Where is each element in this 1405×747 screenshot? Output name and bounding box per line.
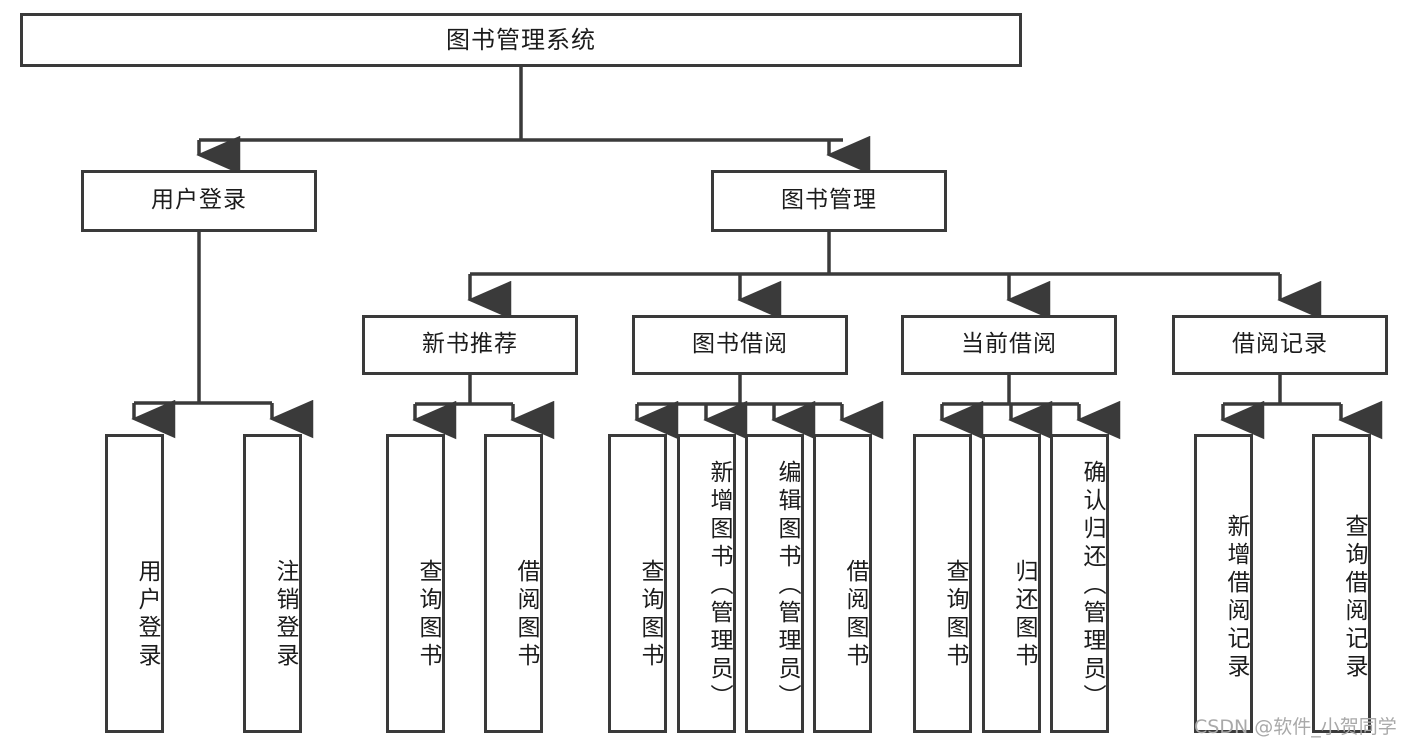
node-nbr-borrow-book[interactable]: 借阅图书 [484,434,543,733]
node-user-logout-leaf[interactable]: 注销登录 [243,434,302,733]
node-user-login-label: 用户登录 [151,187,247,214]
node-borrow-records-label: 借阅记录 [1232,331,1328,358]
node-current-borrow-label: 当前借阅 [961,331,1057,358]
node-book-borrow[interactable]: 图书借阅 [632,315,848,375]
node-user-login[interactable]: 用户登录 [81,170,317,232]
node-cb-query-book-label: 查询图书 [942,558,968,671]
watermark: CSDN @软件_小贺同学 [1194,716,1397,738]
node-bb-add-book-label: 新增图书（管理员） [706,459,732,712]
node-nbr-query-book[interactable]: 查询图书 [386,434,445,733]
node-cb-query-book[interactable]: 查询图书 [913,434,972,733]
node-new-book-recommend[interactable]: 新书推荐 [362,315,578,375]
node-bb-edit-book-label: 编辑图书（管理员） [774,459,800,712]
node-cb-confirm-return-label: 确认归还（管理员） [1079,459,1105,712]
node-bb-borrow-book[interactable]: 借阅图书 [813,434,872,733]
node-bb-edit-book[interactable]: 编辑图书（管理员） [745,434,804,733]
node-br-query-record[interactable]: 查询借阅记录 [1312,434,1371,733]
node-bb-add-book[interactable]: 新增图书（管理员） [677,434,736,733]
node-bb-borrow-book-label: 借阅图书 [842,558,868,671]
node-user-login-leaf-label: 用户登录 [134,558,160,671]
node-br-query-record-label: 查询借阅记录 [1341,513,1367,682]
node-user-login-leaf[interactable]: 用户登录 [105,434,164,733]
node-cb-return-book-label: 归还图书 [1011,558,1037,671]
node-new-book-recommend-label: 新书推荐 [422,331,518,358]
node-book-borrow-label: 图书借阅 [692,331,788,358]
node-bb-query-book-label: 查询图书 [637,558,663,671]
node-br-add-record[interactable]: 新增借阅记录 [1194,434,1253,733]
node-cb-return-book[interactable]: 归还图书 [982,434,1041,733]
node-root[interactable]: 图书管理系统 [20,13,1022,67]
node-br-add-record-label: 新增借阅记录 [1223,513,1249,682]
node-nbr-query-book-label: 查询图书 [415,558,441,671]
node-user-logout-leaf-label: 注销登录 [272,558,298,671]
node-nbr-borrow-book-label: 借阅图书 [513,558,539,671]
node-borrow-records[interactable]: 借阅记录 [1172,315,1388,375]
node-root-label: 图书管理系统 [446,25,596,54]
node-book-management[interactable]: 图书管理 [711,170,947,232]
node-cb-confirm-return[interactable]: 确认归还（管理员） [1050,434,1109,733]
node-book-management-label: 图书管理 [781,187,877,214]
node-current-borrow[interactable]: 当前借阅 [901,315,1117,375]
node-bb-query-book[interactable]: 查询图书 [608,434,667,733]
